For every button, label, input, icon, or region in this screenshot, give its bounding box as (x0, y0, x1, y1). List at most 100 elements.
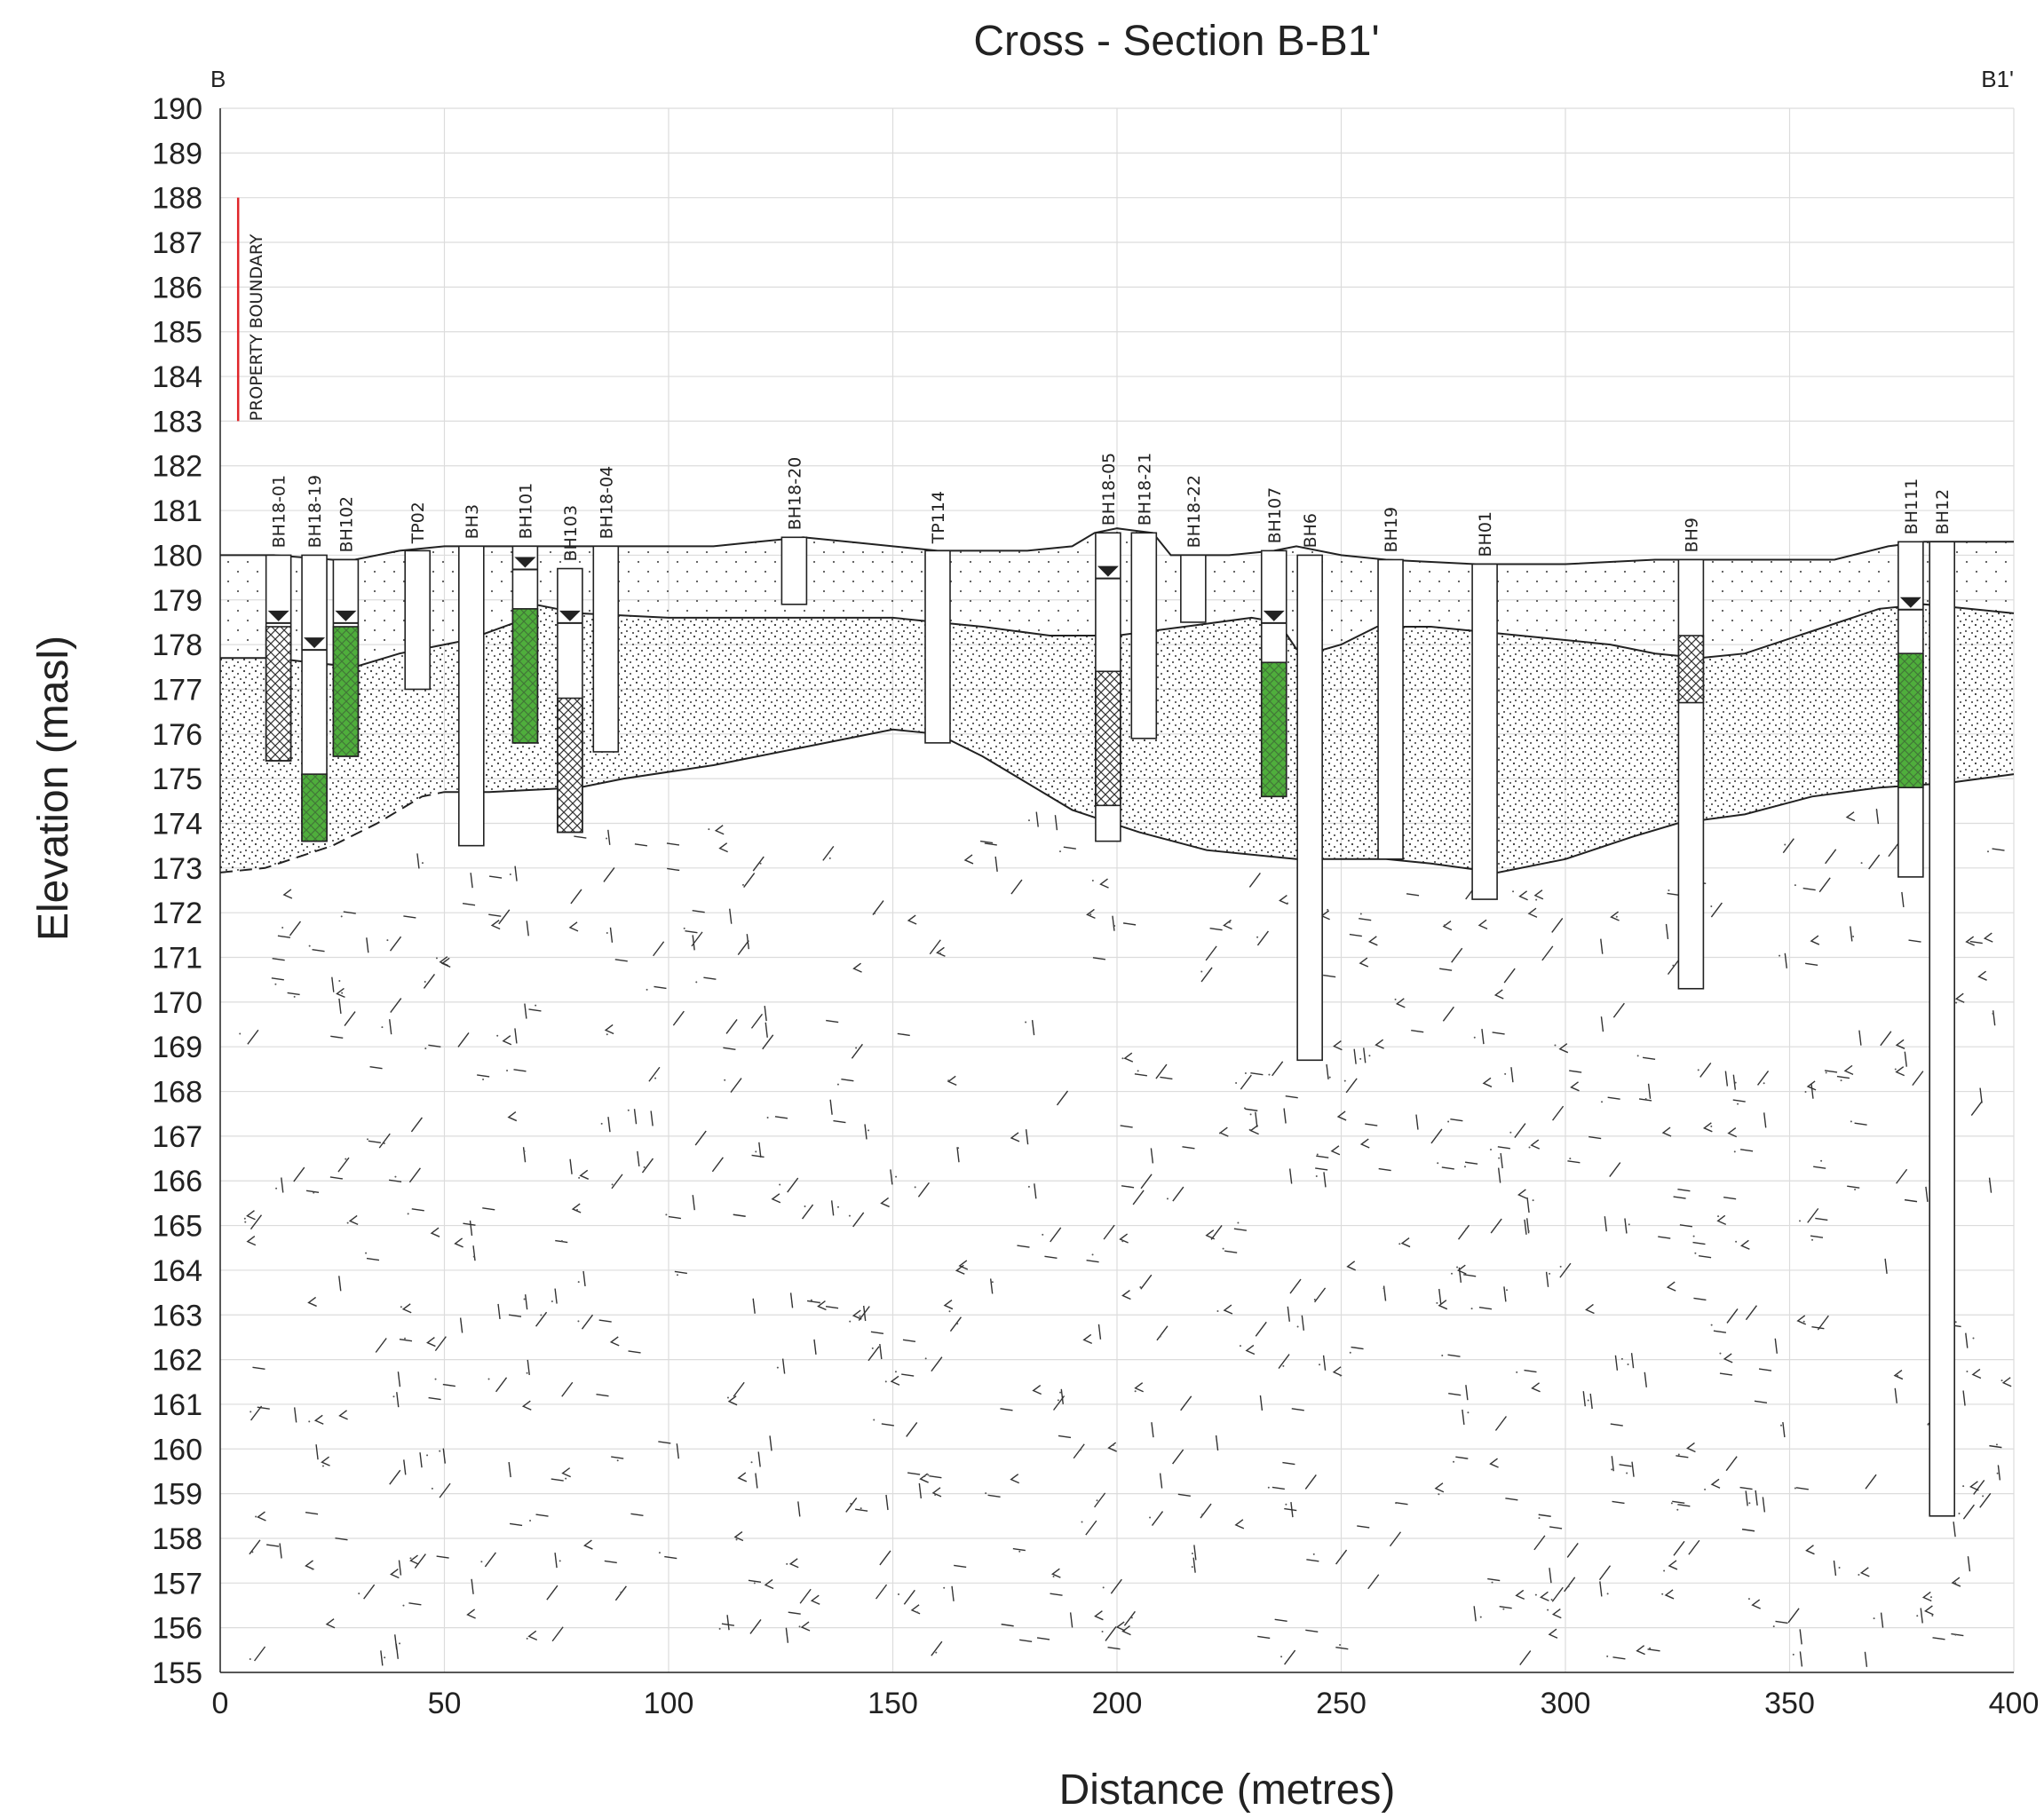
bedrock-symbol (582, 1270, 586, 1287)
bedrock-dot (1601, 1101, 1604, 1103)
bedrock-dot (313, 1191, 315, 1194)
bedrock-dot (1527, 1229, 1530, 1232)
bedrock-dot (1929, 1596, 1932, 1599)
bedrock-symbol (336, 987, 345, 999)
bedrock-dot (1626, 1472, 1628, 1474)
bedrock-dot (565, 1477, 567, 1480)
bedrock-symbol (685, 929, 698, 934)
bedrock-symbol (1836, 1075, 1850, 1079)
bedrock-dot (848, 1214, 851, 1217)
borehole-bh18-20: BH18-20 (780, 457, 808, 605)
bedrock-symbol (1357, 1525, 1370, 1529)
bedrock-symbol (692, 935, 695, 951)
bedrock-dot (1470, 1308, 1473, 1310)
bedrock-symbol (1859, 1567, 1870, 1577)
bedrock-symbol (528, 1008, 542, 1012)
bedrock-symbol (1017, 1245, 1030, 1248)
bedrock-symbol (757, 1451, 761, 1467)
bedrock-symbol (1732, 1074, 1737, 1090)
bedrock-dot (244, 1221, 247, 1223)
bedrock-symbol (604, 1024, 614, 1035)
bedrock-symbol (1951, 1577, 1961, 1587)
bedrock-symbol (1349, 933, 1362, 937)
bedrock-dot (1954, 1321, 1957, 1324)
bedrock-dot (400, 1306, 402, 1308)
bedrock-symbol (737, 1472, 748, 1482)
bedrock-symbol (1345, 1078, 1358, 1094)
bedrock-dot (836, 1083, 839, 1086)
bedrock-symbol (1050, 1227, 1062, 1243)
bedrock-symbol (919, 1473, 929, 1483)
bedrock-symbol (813, 1339, 817, 1355)
bedrock-symbol (829, 1099, 833, 1115)
bedrock-symbol (1290, 1502, 1294, 1518)
bedrock-dot (1528, 1146, 1531, 1149)
bedrock-dot (1228, 921, 1231, 923)
bedrock-dot (551, 1300, 553, 1303)
borehole-label: BH12 (1933, 489, 1953, 535)
bedrock-symbol (330, 1035, 344, 1039)
bedrock-dot (1966, 1371, 1969, 1373)
bedrock-symbol (1326, 1063, 1329, 1080)
bedrock-dot (1615, 915, 1618, 918)
bedrock-symbol (1223, 919, 1232, 930)
bedrock-dot (1216, 1309, 1219, 1312)
bedrock-dot (1328, 1076, 1331, 1079)
x-tick-label: 300 (1541, 1687, 1591, 1720)
bedrock-symbol (1462, 1409, 1465, 1425)
bedrock-symbol (1306, 1559, 1319, 1562)
bedrock-symbol (1894, 1387, 1897, 1403)
bedrock-symbol (1693, 1297, 1707, 1301)
bedrock-dot (1763, 1082, 1765, 1085)
bedrock-symbol (730, 1078, 742, 1093)
bedrock-symbol (462, 903, 476, 906)
bedrock-dot (1958, 1512, 1961, 1514)
bedrock-surface-line (444, 728, 2015, 873)
bedrock-symbol (1813, 1166, 1826, 1169)
bedrock-symbol (1335, 1549, 1348, 1565)
bedrock-symbol (774, 1116, 788, 1119)
bedrock-dot (1027, 819, 1030, 822)
bedrock-symbol (477, 1074, 490, 1078)
bedrock-symbol (611, 1174, 623, 1190)
bedrock-symbol (1932, 1637, 1945, 1640)
bedrock-symbol (1924, 1605, 1934, 1616)
borehole-column (924, 549, 951, 744)
borehole-bh19: BH19 (1377, 507, 1404, 860)
y-tick-label: 157 (152, 1567, 202, 1601)
bedrock-symbol (1305, 1629, 1319, 1632)
bedrock-symbol (1063, 846, 1076, 850)
bedrock-dot (1312, 1553, 1315, 1555)
bedrock-symbol (1177, 1493, 1191, 1498)
bedrock-symbol (1992, 848, 2005, 851)
bedrock-symbol (723, 1047, 736, 1050)
bedrock-dot (718, 1627, 721, 1630)
bedrock-symbol (527, 1359, 530, 1376)
bedrock-dot (606, 1033, 608, 1036)
bedrock-dot (1490, 1148, 1493, 1150)
bedrock-dot (1200, 970, 1203, 973)
borehole-column (1677, 558, 1705, 990)
bedrock-symbol (1533, 1535, 1546, 1551)
bedrock-symbol (266, 1544, 280, 1547)
bedrock-symbol (1333, 1040, 1343, 1051)
bedrock-symbol (729, 908, 733, 924)
bedrock-dot (1280, 1656, 1283, 1658)
bedrock-symbol (984, 842, 997, 846)
bedrock-symbol (366, 937, 369, 953)
borehole-column (457, 545, 485, 847)
bedrock-dot (916, 1611, 919, 1614)
bedrock-symbol (989, 1278, 994, 1294)
bedrock-dot (1627, 1364, 1629, 1366)
bedrock-dot (431, 1487, 433, 1490)
bedrock-dot (850, 1502, 852, 1505)
bedrock-symbol (1058, 1435, 1072, 1439)
bedrock-symbol (1150, 1148, 1154, 1164)
bedrock-symbol (329, 1176, 343, 1180)
bedrock-dot (1794, 884, 1796, 887)
bedrock-symbol (1140, 1274, 1153, 1290)
bedrock-symbol (752, 1298, 756, 1314)
bedrock-symbol (1291, 1408, 1304, 1411)
grid (219, 107, 2015, 1673)
bedrock-dot (1569, 1158, 1572, 1160)
